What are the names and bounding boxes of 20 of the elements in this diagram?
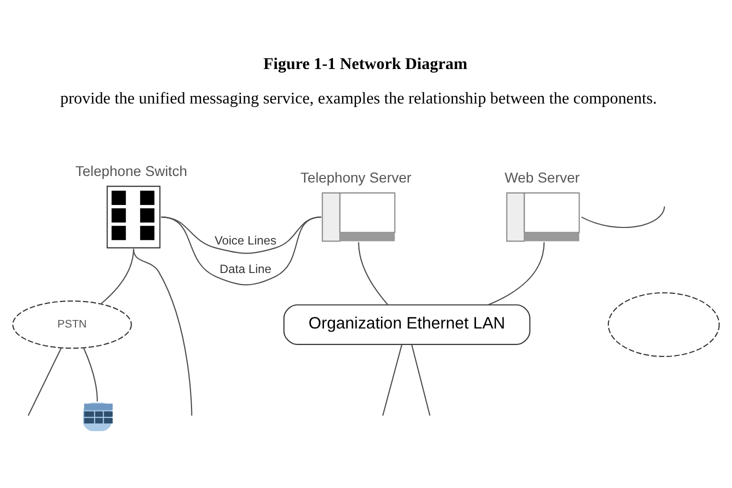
edge-label: Voice Lines [214, 232, 276, 247]
connector [411, 344, 430, 416]
connector [83, 347, 98, 401]
node-label: Web Server [504, 170, 580, 186]
node-cloud [608, 292, 720, 357]
connector [160, 216, 322, 285]
connector [133, 248, 192, 416]
connector [160, 216, 322, 254]
connector [581, 206, 665, 228]
connector [28, 347, 62, 416]
node-ellipse: PSTN [12, 300, 132, 348]
node-box: Organization Ethernet LAN [283, 304, 530, 344]
diagram-title: Figure 1-1 Network Diagram [263, 53, 468, 72]
node-label: Telephone Switch [75, 163, 188, 180]
edge-label: Data Line [220, 261, 272, 276]
label: provide the unified messaging service, examples the relationship between the components. [60, 88, 657, 107]
connector [488, 242, 545, 305]
connector [358, 242, 388, 305]
connector [382, 344, 402, 416]
node-label: Telephony Server [300, 170, 412, 186]
